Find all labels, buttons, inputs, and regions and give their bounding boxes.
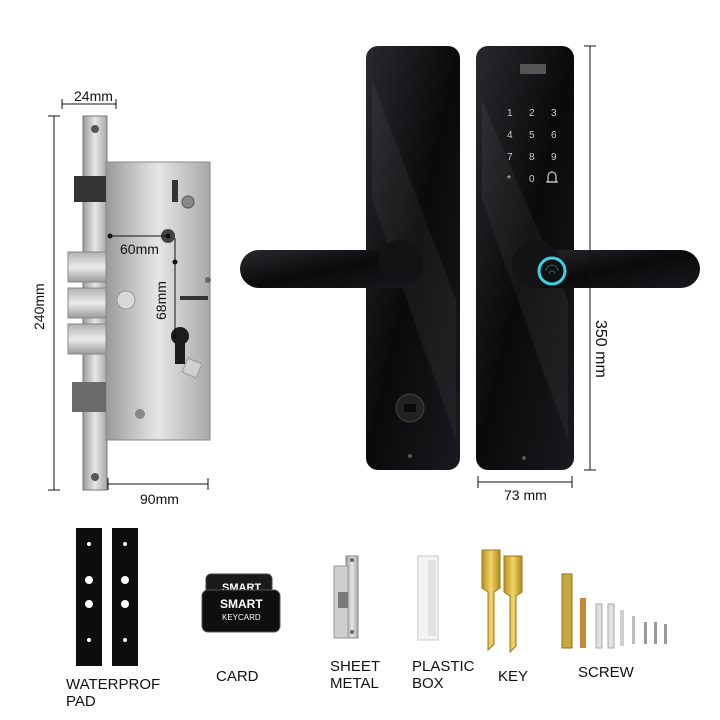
dim-thickness: 24mm <box>74 88 113 104</box>
label-sheet-metal: SHEET METAL <box>330 658 380 692</box>
label-sheet-line2: METAL <box>330 675 379 692</box>
waterproof-pad <box>112 528 138 666</box>
mortise-dimension-dots <box>107 233 178 339</box>
label-waterproof-pad: WATERPROF PAD <box>66 676 160 710</box>
label-plastic-box: PLASTIC BOX <box>412 658 475 692</box>
key-6[interactable]: 6 <box>551 130 557 141</box>
case-rivet <box>181 195 195 209</box>
keycards: SMART SMART KEYCARD <box>201 573 281 633</box>
deadbolt-1 <box>67 251 107 283</box>
case-stamp <box>116 290 136 310</box>
dim-backset: 60mm <box>120 241 159 257</box>
key-8[interactable]: 8 <box>529 152 535 163</box>
key-3[interactable]: 3 <box>551 108 557 119</box>
plastic-box <box>417 555 439 641</box>
brand-logo <box>520 64 546 74</box>
mortise-lock <box>67 115 211 491</box>
mortise-dimension-lines <box>48 99 209 491</box>
case-slot <box>172 180 178 202</box>
anti-friction-bolt <box>72 382 106 412</box>
front-handle <box>520 250 700 288</box>
faceplate-screw-hole <box>91 125 99 133</box>
label-card: CARD <box>216 668 259 685</box>
fingerprint-sensor-icon[interactable] <box>537 256 567 286</box>
case-rivet <box>205 277 211 283</box>
label-plastic-line2: BOX <box>412 675 444 692</box>
dim-handle-height: 350 mm <box>592 320 609 378</box>
key-2[interactable]: 2 <box>529 108 535 119</box>
faceplate-screw-hole <box>91 473 99 481</box>
key-0[interactable]: 0 <box>529 174 535 185</box>
label-screw: SCREW <box>578 664 634 681</box>
key-4[interactable]: 4 <box>507 130 513 141</box>
deadbolt-3 <box>67 323 107 355</box>
doorbell-icon[interactable] <box>546 171 558 183</box>
case-rivet <box>135 409 145 419</box>
brass-keys <box>481 549 523 654</box>
sheet-metal <box>333 555 359 639</box>
key-1[interactable]: 1 <box>507 108 513 119</box>
back-panel <box>240 46 460 470</box>
cylinder-logo <box>181 357 203 379</box>
dim-height: 240mm <box>31 283 47 330</box>
label-waterproof-line1: WATERPROF <box>66 676 161 693</box>
label-plastic-line1: PLASTIC <box>412 658 475 675</box>
keycard-line2: KEYCARD <box>222 613 261 622</box>
case-slot <box>180 296 208 300</box>
keycard-front <box>201 589 281 633</box>
waterproof-pad <box>76 528 102 666</box>
key-7[interactable]: 7 <box>507 152 513 163</box>
waterproof-pads <box>76 528 138 666</box>
deadbolt-2 <box>67 287 107 319</box>
keycard-line1: SMART <box>220 597 263 611</box>
latch-bolt <box>74 176 106 202</box>
label-key: KEY <box>498 668 529 685</box>
dim-width: 90mm <box>140 491 179 507</box>
screws <box>561 573 667 649</box>
dim-handle-width: 73 mm <box>504 487 547 503</box>
label-sheet-line1: SHEET <box>330 658 381 675</box>
label-waterproof-line2: PAD <box>66 693 96 710</box>
key-5[interactable]: 5 <box>529 130 535 141</box>
key-9[interactable]: 9 <box>551 152 557 163</box>
handle-dimension-lines <box>477 45 596 488</box>
key-star[interactable]: * <box>507 174 511 185</box>
back-handle <box>240 250 422 288</box>
dim-cylinder-center: 68mm <box>153 281 169 320</box>
keypad: 1 2 3 4 5 6 7 8 9 * 0 <box>507 108 558 185</box>
front-panel: 1 2 3 4 5 6 7 8 9 * 0 <box>476 46 700 470</box>
